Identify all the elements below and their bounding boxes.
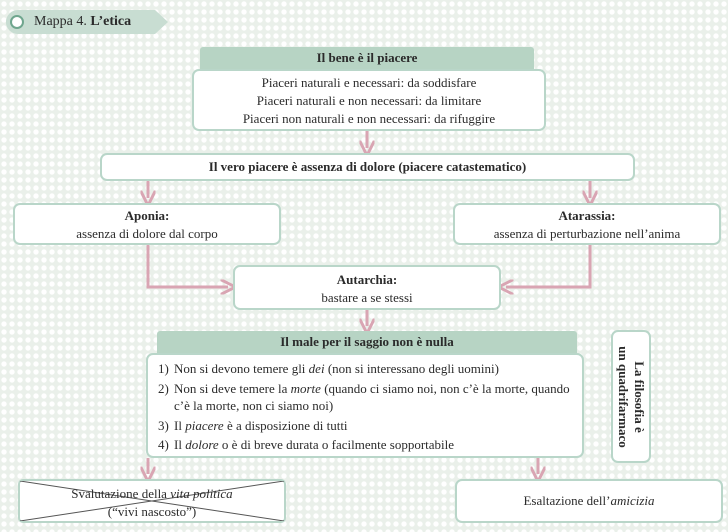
map-title-dot-inner <box>12 17 22 27</box>
svalutazione-box: Svalutazione della vita politica (“vivi … <box>18 479 286 523</box>
autarchia-desc: bastare a se stessi <box>321 290 413 305</box>
map-label: Mappa 4. <box>34 14 87 29</box>
autarchia-title: Autarchia: <box>336 272 398 287</box>
atarassia-desc: assenza di perturbazione nell’anima <box>493 226 681 241</box>
bene-line: Piaceri naturali e non necessari: da lim… <box>256 93 482 108</box>
bene-header: Il bene è il piacere <box>200 47 534 71</box>
cross-out-lines <box>20 481 284 521</box>
quadrifarmaco-box: La filosofia è un quadrifarmaco <box>611 330 651 463</box>
male-box: 1) Non si devono temere gli dei (non si … <box>146 353 584 458</box>
autarchia-box: Autarchia: bastare a se stessi <box>233 265 501 310</box>
svalutazione-line1: Svalutazione della vita politica <box>71 486 233 501</box>
arrow-atarassia-to-autarchia <box>506 245 592 287</box>
atarassia-title: Atarassia: <box>558 208 616 223</box>
vero-piacere-box: Il vero piacere è assenza di dolore (pia… <box>100 153 635 181</box>
map-title-tab <box>6 10 168 34</box>
aponia-box: Aponia: assenza di dolore dal corpo <box>13 203 281 245</box>
esaltazione-box: Esaltazione dell’amicizia <box>455 479 723 523</box>
bene-box: Piaceri naturali e necessari: da soddisf… <box>192 69 546 131</box>
svalutazione-line2: (“vivi nascosto”) <box>107 504 197 519</box>
quadrifarmaco-text: La filosofia è un quadrifarmaco <box>616 345 647 448</box>
bene-line: Piaceri naturali e necessari: da soddisf… <box>261 75 477 90</box>
map-title: Mappa 4. L’etica <box>34 12 131 32</box>
map-title-text: L’etica <box>90 14 132 29</box>
aponia-desc: assenza di dolore dal corpo <box>76 226 218 241</box>
aponia-title: Aponia: <box>124 208 170 223</box>
male-header: Il male per il saggio non è nulla <box>157 331 577 355</box>
bene-line: Piaceri non naturali e non necessari: da… <box>242 111 496 126</box>
arrow-aponia-to-autarchia <box>146 245 228 287</box>
atarassia-box: Atarassia: assenza di perturbazione nell… <box>453 203 721 245</box>
